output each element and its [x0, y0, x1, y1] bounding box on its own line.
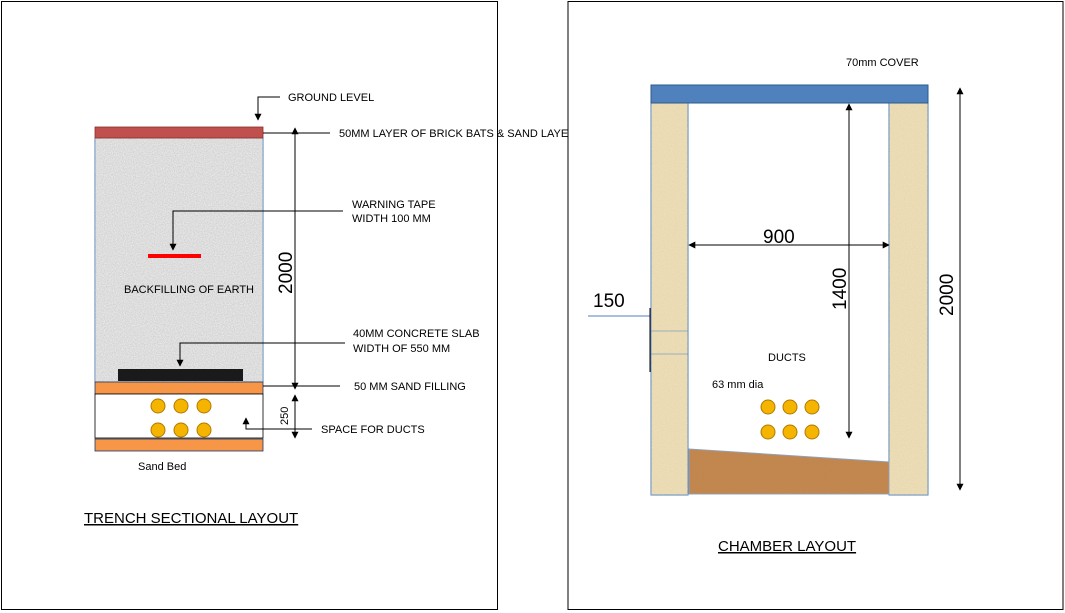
left-wall-texture: [651, 103, 688, 495]
concrete-slab: [118, 369, 243, 381]
sand-bed-label: Sand Bed: [138, 461, 186, 473]
ground-level-label: GROUND LEVEL: [288, 92, 374, 104]
duct: [150, 422, 166, 438]
warning-tape-label-1: WARNING TAPE: [352, 199, 436, 211]
backfilling-label: BACKFILLING OF EARTH: [124, 284, 254, 296]
sand-bed-layer: [94, 438, 264, 452]
trench-panel: GROUND LEVEL 50MM LAYER OF BRICK BATS & …: [1, 1, 576, 610]
backfill-texture: [95, 138, 263, 382]
warning-tape-label-2: WIDTH 100 MM: [352, 213, 431, 225]
brick-layer-label: 50MM LAYER OF BRICK BATS & SAND LAYER: [339, 128, 576, 140]
chamber-title: CHAMBER LAYOUT: [718, 538, 856, 555]
trench-ducts: [150, 398, 212, 438]
duct: [173, 398, 189, 414]
cover-label: 70mm COVER: [846, 57, 919, 69]
right-wall-texture: [889, 103, 928, 495]
space-ducts-leader: [242, 417, 312, 430]
slab-label-2: WIDTH OF 550 MM: [353, 343, 450, 355]
duct: [782, 424, 798, 440]
warning-tape-leader: [169, 210, 343, 251]
slab-leader: [176, 342, 345, 367]
duct: [804, 424, 820, 440]
chamber-panel: 150 70mm COVER 900 1400 2000 DUCTS 63 mm…: [567, 1, 1064, 610]
trench-title: TRENCH SECTIONAL LAYOUT: [84, 510, 298, 527]
sand-filling-layer: [94, 381, 264, 395]
chamber-ducts: [760, 399, 820, 440]
warning-tape: [148, 254, 201, 258]
slab-label-1: 40MM CONCRETE SLAB: [353, 328, 480, 340]
chamber-dim-1400: 1400: [830, 268, 851, 310]
trench-dim-2000: 2000: [276, 252, 297, 294]
duct: [804, 399, 820, 415]
duct: [196, 398, 212, 414]
duct: [782, 399, 798, 415]
chamber-duct-dia-label: 63 mm dia: [712, 379, 764, 391]
chamber-dim-150: 150: [593, 291, 625, 312]
chamber-dim-900: 900: [763, 227, 795, 248]
ground-level-leader: [254, 96, 280, 121]
duct: [196, 422, 212, 438]
trench-dim-250: 250: [279, 407, 291, 425]
chamber-cover: [650, 84, 929, 104]
duct: [150, 398, 166, 414]
duct: [760, 424, 776, 440]
duct: [760, 399, 776, 415]
chamber-dim-2000: 2000: [937, 274, 958, 316]
chamber-ducts-label: DUCTS: [768, 352, 806, 364]
brick-bats-layer: [94, 126, 264, 139]
duct: [173, 422, 189, 438]
soil-texture: [689, 449, 889, 494]
space-ducts-label: SPACE FOR DUCTS: [321, 424, 425, 436]
sand-filling-label: 50 MM SAND FILLING: [354, 381, 466, 393]
